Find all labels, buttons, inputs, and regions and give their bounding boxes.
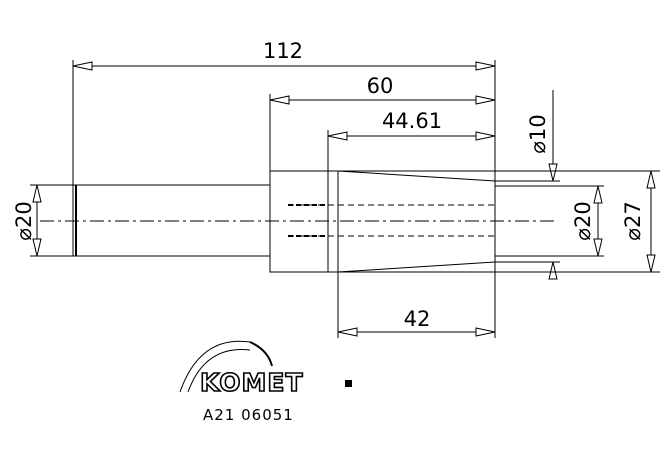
arrow-icon: [337, 327, 358, 337]
logo-arc-outer: [179, 340, 251, 393]
taper-length-label: 44.61: [382, 109, 442, 133]
logo-arc-inner: [187, 349, 251, 393]
dimension-body-diameter: ⌀27: [495, 170, 660, 273]
arrow-icon: [646, 170, 656, 189]
arrow-icon: [269, 95, 290, 105]
body-length-label: 60: [367, 74, 394, 98]
arrow-icon: [548, 163, 558, 182]
dimension-taper-length: 44.61: [327, 109, 496, 171]
arrow-icon: [72, 61, 93, 71]
dimension-small-diameter: ⌀10: [495, 90, 560, 280]
arrow-icon: [646, 254, 656, 273]
arrow-icon: [475, 61, 496, 71]
dimension-body-length: 60: [269, 74, 496, 171]
logo-text: KOMET: [200, 368, 304, 397]
arrow-icon: [475, 327, 496, 337]
dimension-bore-diameter: ⌀20: [495, 185, 604, 257]
komet-logo: KOMET: [179, 340, 352, 398]
bore-diameter-label: ⌀20: [571, 201, 595, 240]
logo-arc-tail: [249, 341, 273, 367]
dimension-shank-diameter: ⌀20: [12, 184, 73, 257]
arrow-icon: [593, 185, 603, 204]
shank-diameter-label: ⌀20: [12, 201, 36, 240]
arrow-icon: [327, 131, 348, 141]
dimension-overall-length: 112: [72, 39, 496, 185]
arrow-icon: [475, 95, 496, 105]
logo-registered-mark: [345, 380, 352, 387]
overall-length-label: 112: [263, 39, 303, 63]
bore-depth-label: 42: [404, 307, 431, 331]
article-number: A21 06051: [203, 406, 294, 424]
arrow-icon: [32, 184, 42, 203]
arrow-icon: [548, 261, 558, 280]
arrow-icon: [593, 238, 603, 257]
arrow-icon: [32, 238, 42, 257]
arrow-icon: [475, 131, 496, 141]
small-diameter-label: ⌀10: [526, 114, 550, 153]
taper-upper-line: [337, 170, 496, 182]
taper-lower-line: [337, 261, 496, 273]
body-diameter-label: ⌀27: [621, 201, 645, 240]
taper-bore: [40, 170, 558, 273]
dimension-bore-depth: 42: [337, 272, 496, 338]
